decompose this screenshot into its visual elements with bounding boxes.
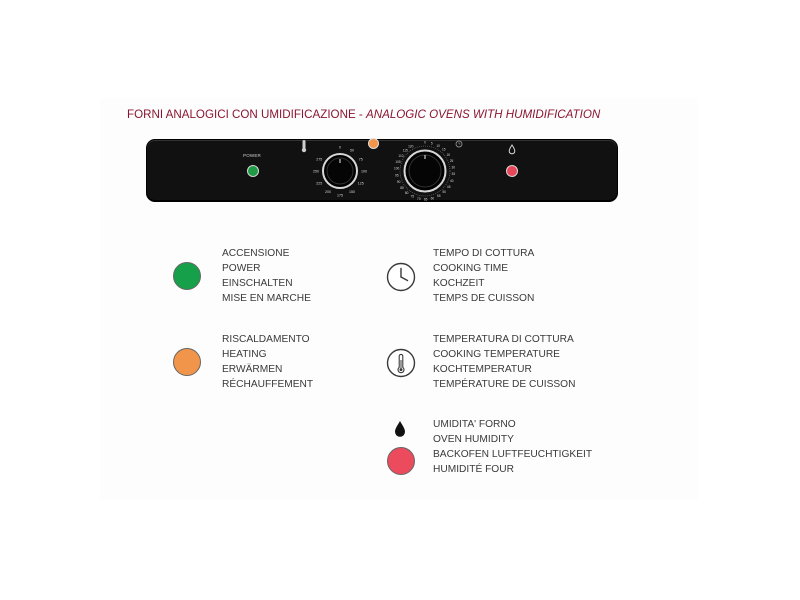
thermostat-scale-label: 225 — [316, 181, 322, 185]
power-legend-de: EINSCHALTEN — [222, 278, 293, 289]
timer-scale-label: 25 — [450, 159, 454, 163]
title-english: ANALOGIC OVENS WITH HUMIDIFICATION — [365, 108, 601, 121]
timer-scale-label: 80 — [405, 191, 409, 195]
timer-scale-label: 90 — [397, 180, 401, 184]
cooking-temperature-legend-it: TEMPERATURA DI COTTURA — [433, 334, 574, 345]
diagram-title: FORNI ANALOGICI CON UMIDIFICAZIONE - ANA… — [127, 108, 687, 121]
humidity-legend-fr: HUMIDITÉ FOUR — [433, 464, 514, 475]
cooking-temperature-legend-text: TEMPERATURA DI COTTURA COOKING TEMPERATU… — [433, 332, 575, 392]
timer-scale-label: 40 — [450, 179, 454, 183]
thermostat-scale-label: 75 — [359, 157, 363, 161]
title-italian: FORNI ANALOGICI CON UMIDIFICAZIONE - — [127, 108, 366, 121]
power-legend-it: ACCENSIONE — [222, 248, 290, 259]
timer-scale-label: 75 — [411, 195, 415, 199]
heating-indicator-light — [368, 138, 379, 149]
heating-legend-text: RISCALDAMENTO HEATING ERWÄRMEN RÉCHAUFFE… — [222, 332, 313, 392]
timer-scale-label: 30 — [451, 165, 455, 169]
heating-indicator-swatch — [173, 348, 201, 376]
cooking-time-legend-de: KOCHZEIT — [433, 278, 485, 289]
timer-scale-label: 115 — [403, 149, 408, 153]
timer-scale-label: 85 — [400, 186, 404, 190]
heating-legend-en: HEATING — [222, 349, 267, 360]
heating-legend-it: RISCALDAMENTO — [222, 334, 310, 345]
cooking-time-legend-en: COOKING TIME — [433, 263, 509, 274]
cooking-time-legend-it: TEMPO DI COTTURA — [433, 248, 535, 259]
thermostat-dial: 0 50 75 100 125 150 175 200 225 250 275 — [313, 145, 367, 197]
clock-icon — [386, 262, 416, 292]
cooking-temperature-legend-fr: TEMPÉRATURE DE CUISSON — [433, 379, 576, 390]
thermostat-scale-label: 125 — [358, 181, 364, 185]
thermostat-scale-label: 100 — [361, 169, 367, 173]
thermostat-scale-label: 200 — [325, 190, 331, 194]
cooking-temperature-legend-de: KOCHTEMPERATUR — [433, 364, 532, 375]
timer-scale-label: 45 — [447, 185, 451, 189]
timer-scale-label: 70 — [417, 197, 421, 201]
timer-scale-label: 0 — [424, 141, 426, 145]
timer-scale-label: 120 — [408, 144, 414, 148]
humidity-indicator-light — [506, 165, 518, 177]
timer-scale-label: 105 — [395, 160, 401, 164]
thermostat-scale-label: 275 — [316, 157, 322, 161]
power-indicator-swatch — [173, 262, 201, 290]
cooking-time-legend-fr: TEMPS DE CUISSON — [433, 293, 535, 304]
panel-clock-icon — [455, 140, 463, 148]
timer-scale-label: 60 — [431, 197, 435, 201]
timer-scale-label: 100 — [394, 167, 400, 171]
thermostat-scale-label: 50 — [350, 148, 354, 152]
panel-thermometer-icon — [301, 140, 307, 153]
humidity-legend-de: BACKOFEN LUFTFEUCHTIGKEIT — [433, 449, 593, 460]
power-legend-en: POWER — [222, 263, 261, 274]
thermostat-scale-label: 175 — [337, 193, 343, 197]
humidity-legend-en: OVEN HUMIDITY — [433, 434, 514, 445]
timer-scale-label: 15 — [442, 148, 446, 152]
timer-scale-label: 10 — [436, 144, 440, 148]
timer-scale-label: 65 — [424, 198, 428, 202]
thermostat-scale-label: 0 — [339, 145, 341, 149]
power-legend-text: ACCENSIONE POWER EINSCHALTEN MISE EN MAR… — [222, 246, 311, 306]
oven-control-panel: POWER 0 50 75 100 125 150 175 200 225 250 275 0 — [146, 138, 618, 202]
power-indicator-light — [247, 165, 259, 177]
timer-scale-label: 95 — [395, 173, 399, 177]
panel-power-label: POWER — [243, 153, 262, 158]
power-legend-fr: MISE EN MARCHE — [222, 293, 311, 304]
panel-drop-icon — [508, 144, 516, 155]
heating-legend-fr: RÉCHAUFFEMENT — [222, 379, 314, 390]
water-drop-icon — [395, 421, 405, 437]
timer-scale-label: 50 — [442, 190, 446, 194]
timer-scale-label: 55 — [437, 194, 441, 198]
thermostat-scale-label: 250 — [313, 169, 319, 173]
cooking-temperature-legend-en: COOKING TEMPERATURE — [433, 349, 560, 360]
timer-scale-label: 20 — [447, 153, 451, 157]
humidity-indicator-swatch — [387, 447, 415, 475]
humidity-legend-text: UMIDITA' FORNO OVEN HUMIDITY BACKOFEN LU… — [433, 417, 592, 477]
heating-legend-de: ERWÄRMEN — [222, 364, 283, 375]
thermometer-icon — [386, 348, 416, 378]
humidity-legend-it: UMIDITA' FORNO — [433, 419, 516, 430]
timer-scale-label: 35 — [452, 172, 456, 176]
timer-scale-label: 5 — [431, 141, 433, 145]
timer-scale-label: 110 — [398, 154, 403, 158]
thermostat-scale-label: 150 — [349, 190, 355, 194]
cooking-time-legend-text: TEMPO DI COTTURA COOKING TIME KOCHZEIT T… — [433, 246, 534, 306]
